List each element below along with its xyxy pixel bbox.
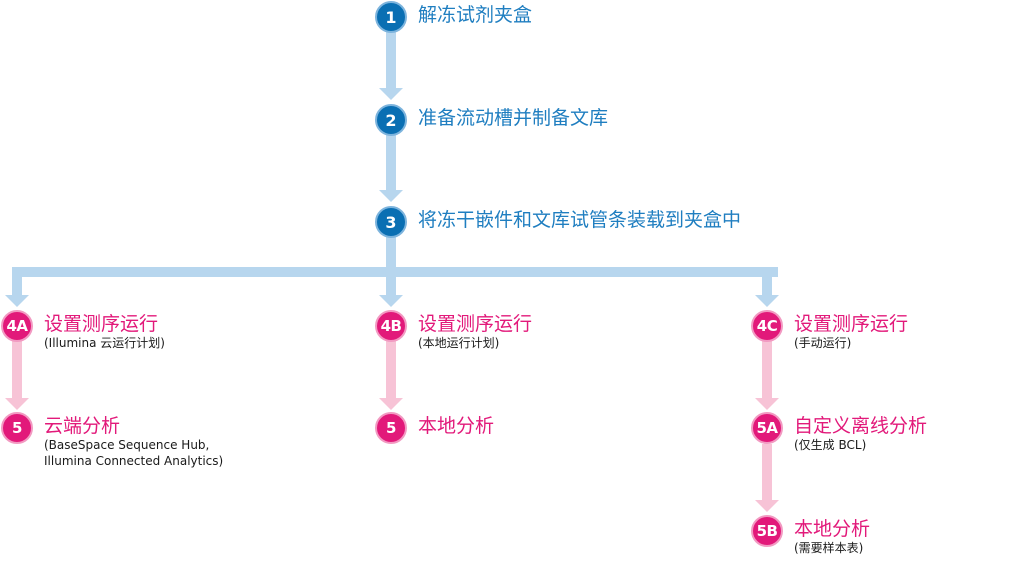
step-subtitle: (本地运行计划): [418, 336, 500, 350]
step-title: 设置测序运行: [44, 313, 159, 335]
connector-4b-5: [386, 340, 396, 400]
step-subtitle-line-2: Illumina Connected Analytics): [44, 454, 224, 468]
step-title: 本地分析: [418, 415, 495, 437]
arrow-to-step-5-cloud: [5, 398, 29, 410]
step-badge: 5A: [751, 412, 783, 444]
arrow-to-step-2: [379, 88, 403, 100]
step-title: 准备流动槽并制备文库: [418, 107, 609, 129]
arrow-to-step-4c: [755, 295, 779, 307]
step-badge: 2: [375, 104, 407, 136]
step-5-cloud-analysis: 5 云端分析 (BaseSpace Sequence Hub, Illumina…: [1, 412, 223, 469]
step-3: 3 将冻干嵌件和文库试管条装载到夹盒中: [375, 206, 741, 238]
step-title: 将冻干嵌件和文库试管条装载到夹盒中: [418, 209, 742, 231]
connector-1-2: [386, 30, 396, 90]
step-subtitle: (需要样本表): [794, 541, 864, 555]
step-title: 自定义离线分析: [794, 415, 928, 437]
step-badge: 1: [375, 1, 407, 33]
step-title: 解冻试剂夹盒: [418, 4, 533, 26]
connector-branch-4a: [12, 267, 22, 295]
step-subtitle: (Illumina 云运行计划): [44, 336, 165, 350]
step-badge: 5B: [751, 515, 783, 547]
step-title: 设置测序运行: [794, 313, 909, 335]
arrow-to-step-4b: [379, 295, 403, 307]
step-2: 2 准备流动槽并制备文库: [375, 104, 608, 136]
arrow-to-step-5a: [755, 398, 779, 410]
step-1: 1 解冻试剂夹盒: [375, 1, 532, 33]
connector-2-3: [386, 134, 396, 192]
step-5b: 5B 本地分析 (需要样本表): [751, 515, 870, 556]
step-badge: 5: [375, 412, 407, 444]
step-subtitle: (手动运行): [794, 336, 852, 350]
step-badge: 4B: [375, 310, 407, 342]
arrow-to-step-5-local: [379, 398, 403, 410]
step-badge: 5: [1, 412, 33, 444]
step-5-local-analysis: 5 本地分析: [375, 412, 494, 444]
arrow-to-step-5b: [755, 500, 779, 512]
connector-5a-5b: [762, 444, 772, 502]
step-title: 本地分析: [794, 518, 871, 540]
step-title: 设置测序运行: [418, 313, 533, 335]
step-subtitle: (仅生成 BCL): [794, 438, 867, 452]
step-4a: 4A 设置测序运行 (Illumina 云运行计划): [1, 310, 165, 351]
connector-4c-5a: [762, 340, 772, 400]
connector-3-branch: [386, 236, 396, 296]
step-badge: 4A: [1, 310, 33, 342]
arrow-to-step-4a: [5, 295, 29, 307]
step-5a: 5A 自定义离线分析 (仅生成 BCL): [751, 412, 927, 453]
step-badge: 3: [375, 206, 407, 238]
step-4c: 4C 设置测序运行 (手动运行): [751, 310, 908, 351]
branch-horizontal-bar: [12, 267, 778, 277]
arrow-to-step-3: [379, 190, 403, 202]
step-title: 云端分析: [44, 415, 121, 437]
step-subtitle-line-1: (BaseSpace Sequence Hub,: [44, 438, 210, 452]
connector-branch-4c: [762, 267, 772, 295]
connector-4a-5: [12, 340, 22, 400]
step-badge: 4C: [751, 310, 783, 342]
step-4b: 4B 设置测序运行 (本地运行计划): [375, 310, 532, 351]
